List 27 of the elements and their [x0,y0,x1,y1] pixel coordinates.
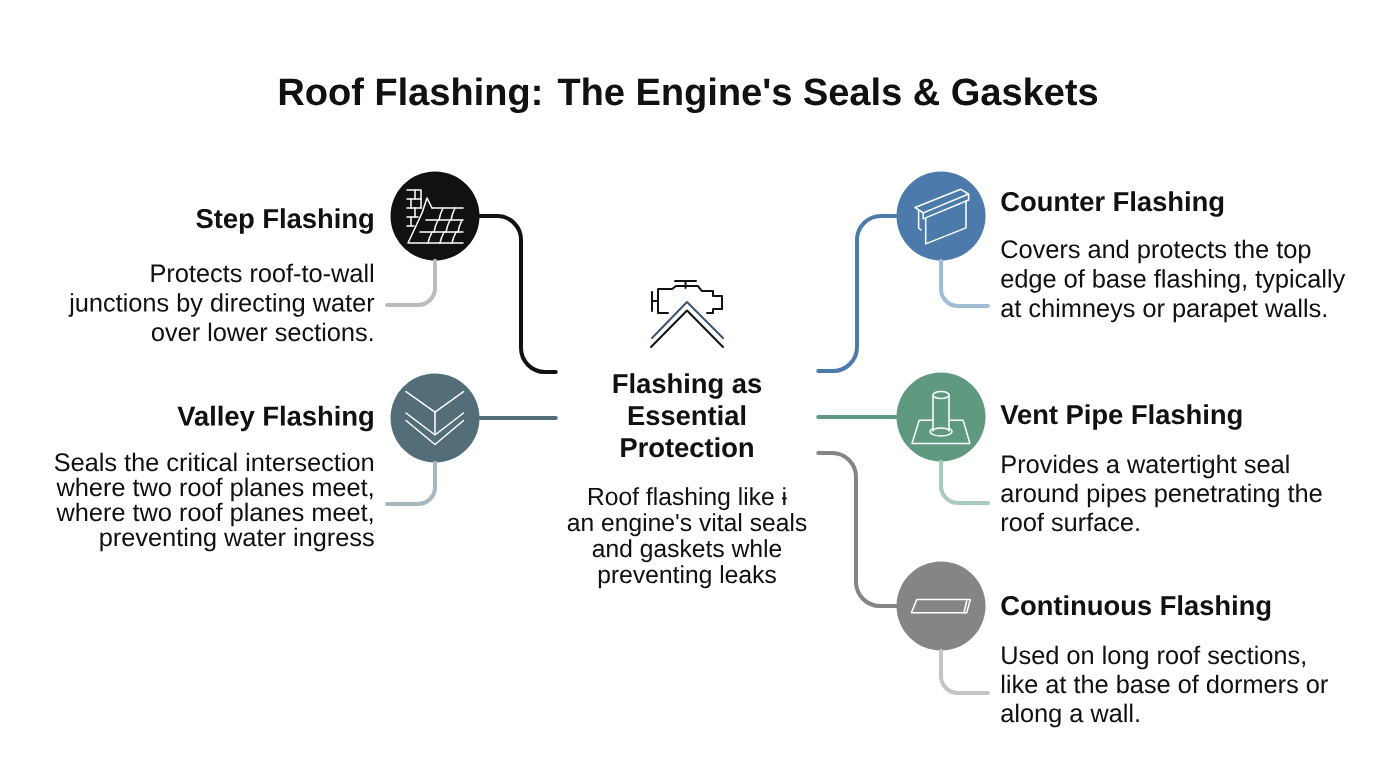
icon-circle [896,171,986,261]
connector-line [816,451,899,608]
center-heading: Flashing as Essential Protection [613,373,762,458]
leader-line [939,459,990,505]
description: Protects roof-to-wall junctions by directing water over lower sections. [68,263,375,342]
description: Used on long roof sections, like at the base of dormers or along a wall. [1001,645,1328,728]
description: Provides a watertight seal around pipes penetrating the roof surface. [1001,454,1322,532]
heading: Continuous Flashing [1001,595,1271,621]
leader-line [385,460,437,506]
leader-line [939,648,990,695]
icon-circle [896,561,986,651]
connector-line [816,415,899,419]
description: Covers and protects the top edge of base flashing, typically at chimneys or parapet walls. [1001,239,1346,323]
connector-line [477,416,558,420]
heading: Vent Pipe Flashing [1000,404,1242,430]
connector-line [816,214,899,373]
description: Seals the critical intersection where two roof planes meet, where two roof planes meet, preventing water ingress [54,452,374,552]
leader-line [939,258,990,308]
heading: Counter Flashing [1001,191,1224,217]
icon-circle [390,171,480,261]
title: Roof Flashing: The Engine's Seals & Gaskets [279,77,1098,114]
heading: Step Flashing [196,208,373,234]
heading: Valley Flashing [177,405,373,432]
center-description: Roof flashing like ɨ an engine's vital seals and gaskets whle preventing leaks [567,487,807,589]
connector-line [477,214,558,374]
icon-circle [390,373,480,463]
leader-line [385,258,437,307]
